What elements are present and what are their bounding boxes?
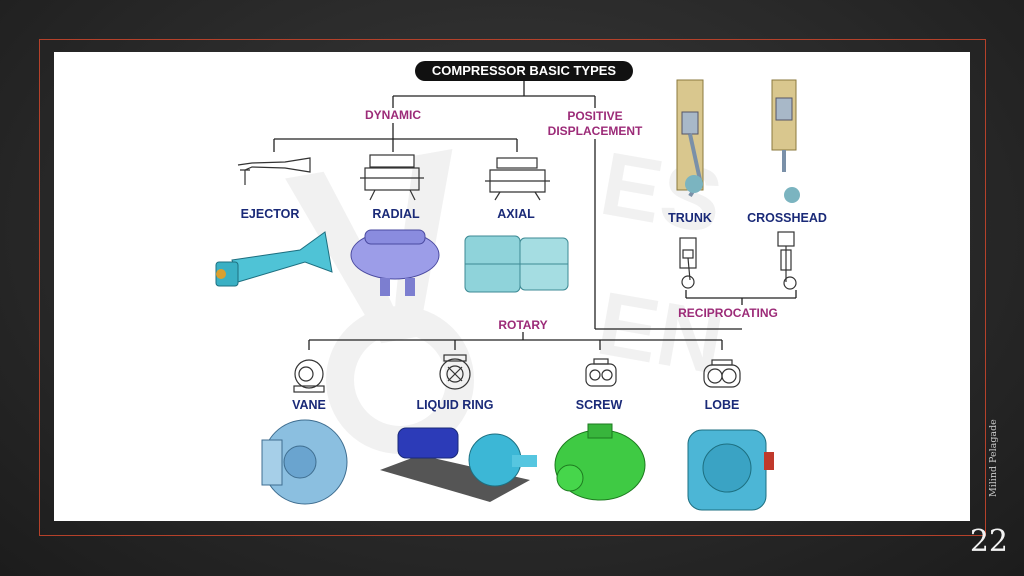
lobe-sketch-icon	[703, 359, 741, 388]
axial-render-icon	[464, 235, 569, 293]
vane-sketch-icon	[293, 359, 325, 393]
type-liquid-ring: LIQUID RING	[416, 398, 494, 412]
svg-text:ES: ES	[594, 134, 730, 253]
liquid-ring-sketch-icon	[439, 354, 471, 390]
type-screw: SCREW	[575, 398, 623, 412]
type-axial: AXIAL	[497, 207, 535, 221]
liquid-ring-render-icon	[380, 427, 537, 502]
crosshead-sketch-icon	[777, 231, 797, 290]
trunk-sketch-icon	[679, 237, 697, 289]
svg-text:EN: EN	[590, 274, 730, 394]
author-credit: Milind Pelagade	[988, 419, 999, 497]
vane-render-icon	[261, 419, 348, 505]
screw-sketch-icon	[585, 358, 617, 387]
type-ejector: EJECTOR	[240, 207, 300, 221]
type-lobe: LOBE	[704, 398, 740, 412]
crosshead-piston-icon	[771, 79, 800, 203]
radial-sketch-icon	[360, 154, 424, 201]
slide-frame	[39, 39, 986, 536]
axial-sketch-icon	[485, 157, 550, 201]
category-rotary: ROTARY	[498, 318, 548, 332]
category-reciprocating: RECIPROCATING	[678, 306, 778, 320]
radial-render-icon	[350, 229, 440, 296]
type-vane: VANE	[292, 398, 326, 412]
category-positive-displacement: POSITIVE DISPLACEMENT	[547, 109, 643, 138]
diagram-title: COMPRESSOR BASIC TYPES	[415, 61, 633, 81]
type-radial: RADIAL	[372, 207, 420, 221]
page-number: 22	[969, 524, 1008, 559]
type-trunk: TRUNK	[668, 211, 712, 225]
ejector-render-icon	[215, 231, 333, 287]
ejector-sketch-icon	[237, 157, 311, 185]
category-dynamic: DYNAMIC	[365, 108, 421, 122]
screw-render-icon	[554, 423, 646, 501]
type-crosshead: CROSSHEAD	[747, 211, 827, 225]
lobe-render-icon	[687, 429, 774, 511]
trunk-piston-icon	[676, 79, 704, 198]
